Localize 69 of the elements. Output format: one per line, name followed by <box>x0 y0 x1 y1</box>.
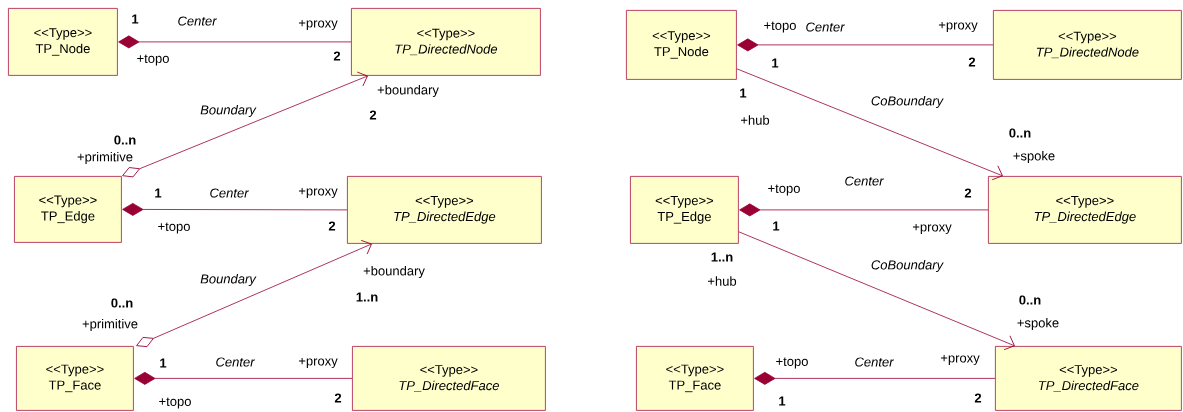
multiplicity-label: 2 <box>333 51 341 61</box>
multiplicity-label: 0..n <box>114 135 136 145</box>
multiplicity-label: 1 <box>160 358 167 368</box>
class-box: <<Type>> TP_DirectedEdge <box>347 176 542 244</box>
class-box: <<Type>> TP_DirectedNode <box>993 10 1182 80</box>
role-label: +proxy <box>298 357 338 369</box>
class-box: <<Type>> TP_Edge <box>14 176 122 243</box>
multiplicity-label: 0..n <box>1019 295 1041 305</box>
edge-label: Center <box>208 187 250 199</box>
multiplicity-label: 1 <box>772 58 779 68</box>
class-box: <<Type>> TP_DirectedNode <box>351 8 541 76</box>
multiplicity-label: 2 <box>974 393 982 403</box>
role-label: +proxy <box>298 187 338 199</box>
multiplicity-label: 1 <box>132 14 139 24</box>
multiplicity-label: 2 <box>369 110 377 120</box>
role-label: +topo <box>158 222 190 234</box>
role-label: +boundary <box>363 265 425 279</box>
role-label: +spoke <box>1013 150 1055 164</box>
edge-label: Center <box>843 175 885 187</box>
class-box: <<Type>> TP_DirectedFace <box>995 346 1182 411</box>
association-line <box>134 371 353 385</box>
edge-label: Center <box>214 356 256 368</box>
role-label: +topo <box>137 54 169 66</box>
role-label: +hub <box>741 115 770 125</box>
edge-label: Boundary <box>199 103 257 119</box>
multiplicity-label: 1..n <box>356 292 378 302</box>
association-line <box>736 68 1003 181</box>
multiplicity-label: 1 <box>155 188 162 198</box>
class-box: <<Type>> TP_Node <box>626 10 737 80</box>
role-label: +proxy <box>940 354 980 366</box>
edge-label: Center <box>853 356 895 368</box>
multiplicity-label: 2 <box>328 221 336 231</box>
class-box: <<Type>> TP_Face <box>16 346 134 411</box>
role-label: +primitive <box>77 151 133 165</box>
multiplicity-label: 2 <box>964 188 972 198</box>
role-label: +hub <box>708 276 737 286</box>
role-label: +topo <box>764 21 796 33</box>
association-line <box>737 38 994 52</box>
role-label: +spoke <box>1017 317 1059 331</box>
association-line <box>136 239 372 348</box>
multiplicity-label: 2 <box>968 57 976 67</box>
association-line <box>122 203 348 216</box>
edge-label: CoBoundary <box>869 94 945 110</box>
association-line <box>122 71 368 178</box>
role-label: +primitive <box>82 318 138 332</box>
role-label: +topo <box>768 184 800 196</box>
multiplicity-label: 1 <box>740 88 747 98</box>
association-line <box>118 35 352 49</box>
association-line <box>738 231 1015 351</box>
role-label: +topo <box>159 397 191 409</box>
role-label: +proxy <box>938 21 978 33</box>
role-label: +proxy <box>298 19 338 31</box>
class-box: <<Type>> TP_Node <box>8 8 118 76</box>
edge-label: Center <box>176 15 218 27</box>
multiplicity-label: 1 <box>773 221 780 231</box>
role-label: +topo <box>776 357 808 369</box>
role-label: +proxy <box>912 223 952 235</box>
association-line <box>754 371 996 385</box>
class-box: <<Type>> TP_DirectedFace <box>352 346 546 411</box>
edge-label: CoBoundary <box>869 258 945 274</box>
multiplicity-label: 0..n <box>111 298 133 308</box>
class-box: <<Type>> TP_Face <box>636 346 754 411</box>
class-box: <<Type>> TP_Edge <box>630 176 739 244</box>
association-line <box>739 203 989 217</box>
multiplicity-label: 1 <box>779 396 786 406</box>
multiplicity-label: 0..n <box>1009 128 1031 138</box>
edge-label: Center <box>804 21 846 33</box>
edge-label: Boundary <box>199 272 257 288</box>
class-box: <<Type>> TP_DirectedEdge <box>988 176 1182 244</box>
